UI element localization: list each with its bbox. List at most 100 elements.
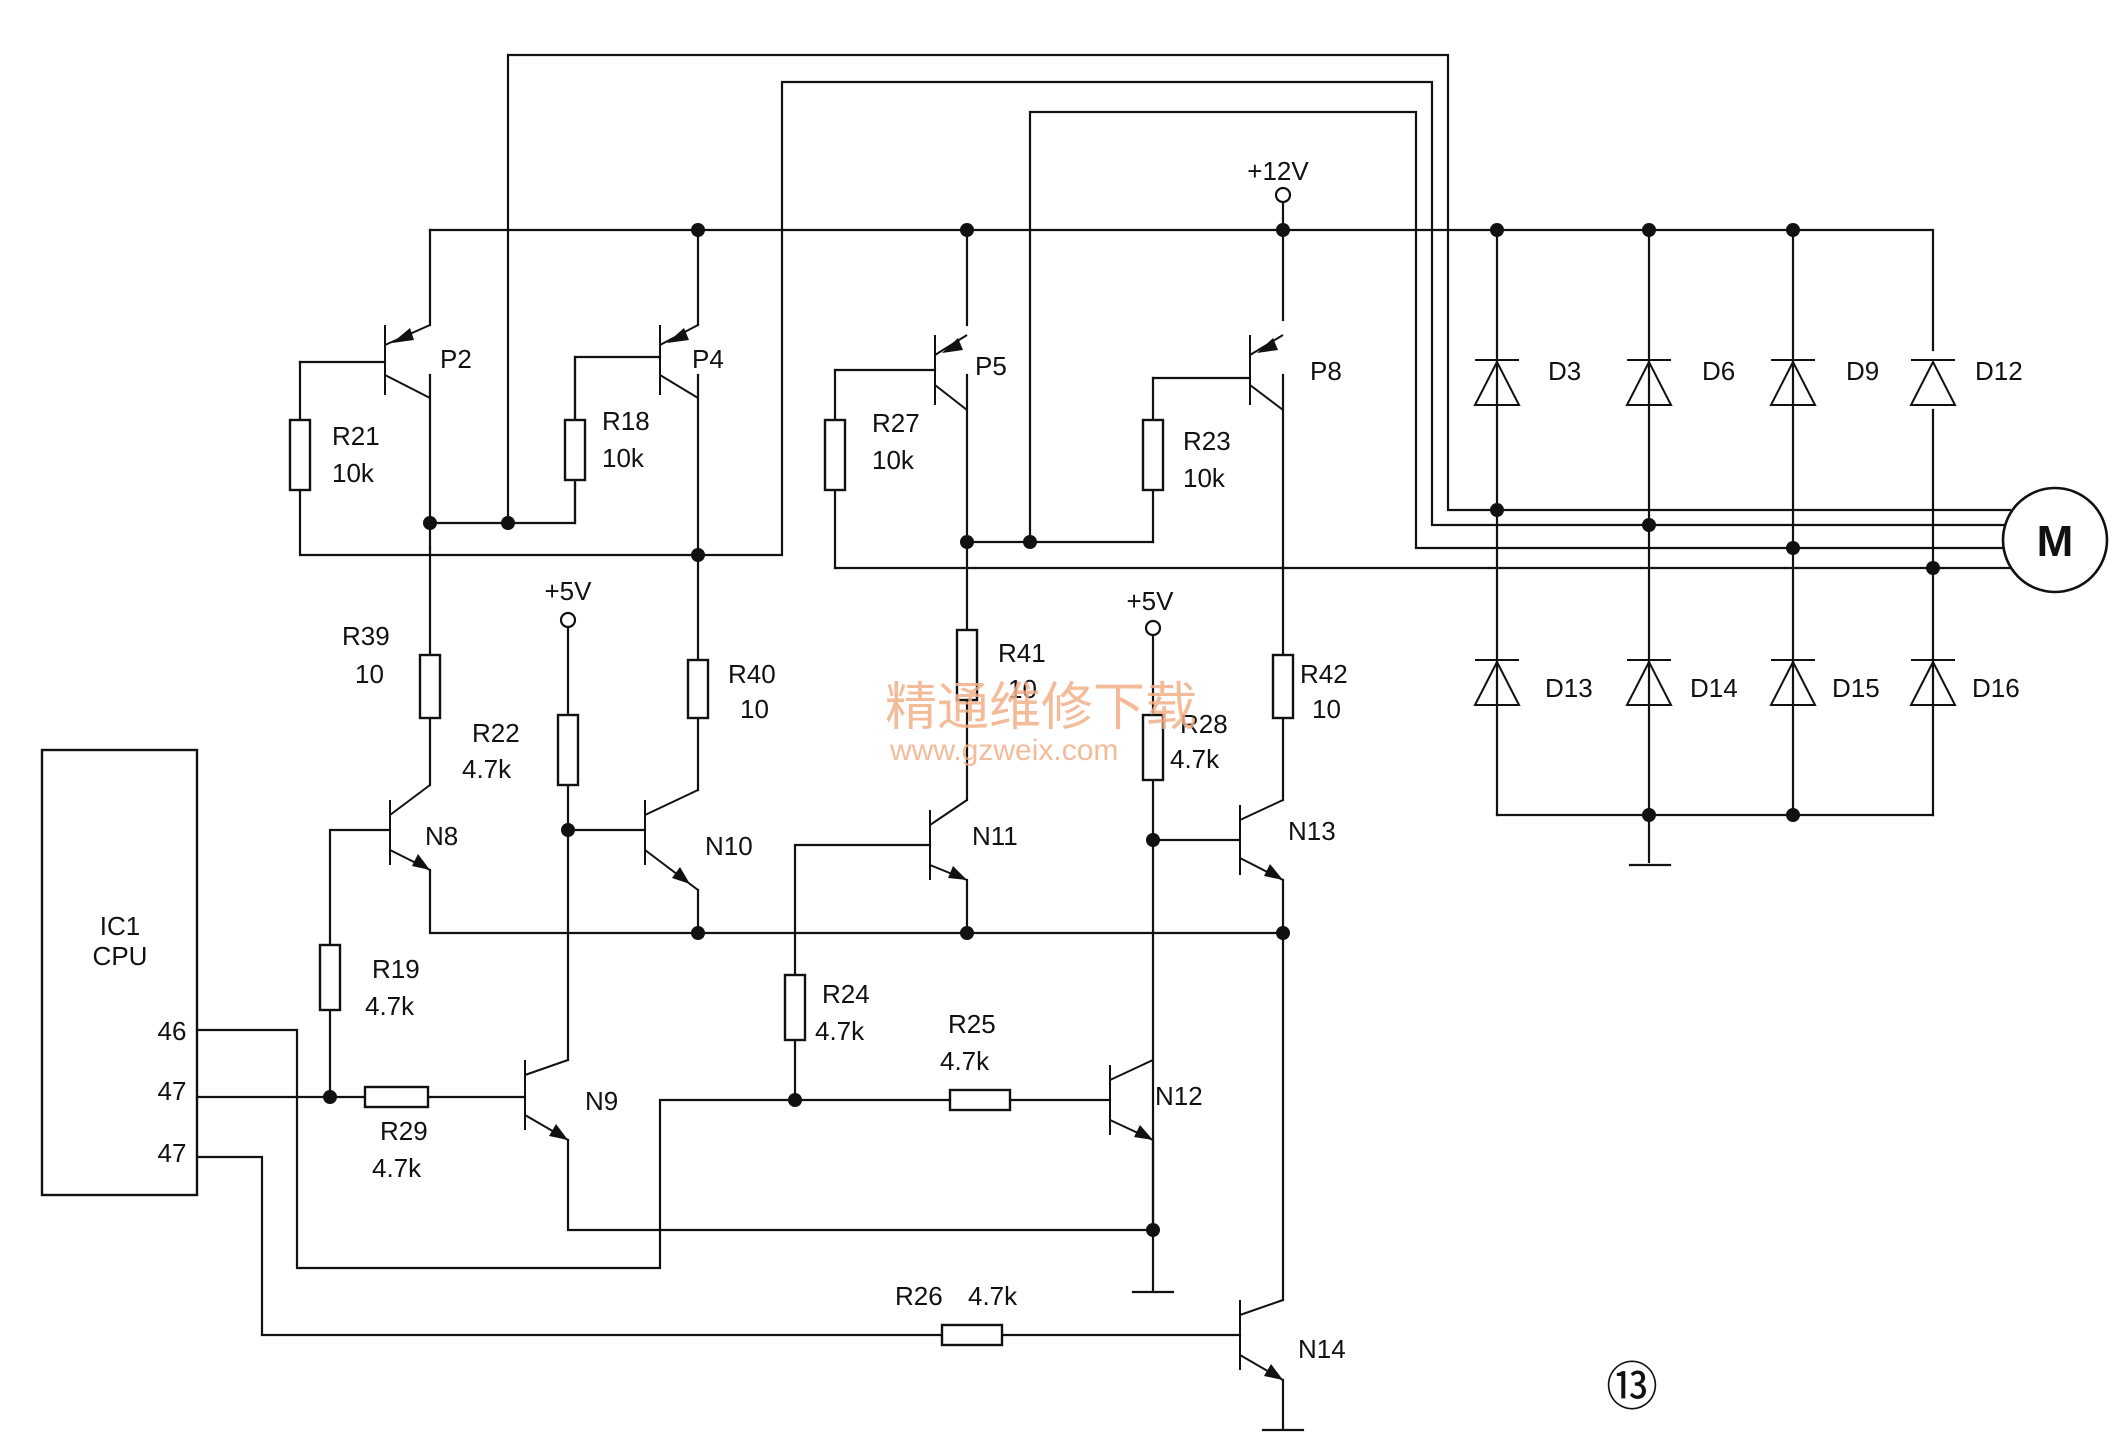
r23-name: R23 [1183,426,1231,456]
diode-d13: D13 [1473,659,1593,706]
supplies: +12V +5V +5V [545,156,1309,637]
transistor-n9: N9 [524,1059,618,1141]
transistor-p2: P2 [384,324,472,399]
transistor-n12: N12 [1109,1059,1203,1141]
transistor-n11: N11 [929,799,1018,881]
n14-label: N14 [1298,1334,1346,1364]
r23-body [1141,418,1165,492]
transistor-n10: N10 [644,789,753,891]
r28-name: R28 [1180,709,1228,739]
r25-name: R25 [948,1009,996,1039]
r24-body [783,973,807,1042]
r19-body [318,943,342,1012]
r29-body [363,1085,430,1109]
r19-name: R19 [372,954,420,984]
r25-body [948,1088,1012,1112]
d13-label: D13 [1545,673,1593,703]
r18-name: R18 [602,406,650,436]
r40-value: 10 [740,694,769,724]
pin-46-label: 46 [158,1016,187,1046]
figure-number: ⑬ [1606,1359,1658,1417]
d16-label: D16 [1972,673,2020,703]
p2-label: P2 [440,344,472,374]
diode-d16: D16 [1909,659,2020,706]
diode-d6: D6 [1625,356,1735,406]
r27-body [823,418,847,492]
r27-value: 10k [872,445,915,475]
r22-name: R22 [472,718,520,748]
r22-body [556,713,580,787]
junctions [323,223,1940,1237]
resistor-labels: R21 10k R18 10k R27 10k R23 10k R39 10 R… [332,406,1348,1311]
d12-label: D12 [1975,356,2023,386]
diode-d9: D9 [1769,356,1879,406]
motor: M [2001,486,2109,594]
n9-label: N9 [585,1086,618,1116]
resistors [288,418,1295,1347]
ic1-name: IC1 [100,911,140,941]
r21-body [288,418,312,492]
transistor-n14: N14 [1239,1299,1346,1381]
d15-label: D15 [1832,673,1880,703]
r18-value: 10k [602,443,645,473]
ic1-sub: CPU [93,941,148,971]
n8-label: N8 [425,821,458,851]
pin-47a-label: 47 [158,1076,187,1106]
wires [195,53,2012,1430]
r24-name: R24 [822,979,870,1009]
p8-label: P8 [1310,356,1342,386]
motor-label: M [2037,517,2074,566]
n11-label: N11 [972,821,1018,851]
transistor-p8: P8 [1249,334,1342,411]
ic1-cpu: IC1 CPU 46 47 47 [40,748,199,1197]
r29-name: R29 [380,1116,428,1146]
r40-name: R40 [728,659,776,689]
v5a-label: +5V [545,576,593,606]
v5b-label: +5V [1127,586,1175,616]
p4-label: P4 [692,344,724,374]
r42-value: 10 [1312,694,1341,724]
r18-body [563,418,587,482]
transistor-p5: P5 [934,334,1007,411]
v12-label: +12V [1247,156,1309,186]
r41-name: R41 [998,638,1046,668]
n12-label: N12 [1155,1081,1203,1111]
grounds [1131,863,1672,1432]
r26-value: 4.7k [968,1281,1018,1311]
transistor-n13: N13 [1239,799,1336,881]
r41-value: 10 [1008,674,1037,704]
d3-label: D3 [1548,356,1581,386]
diode-d15: D15 [1769,659,1880,706]
r19-value: 4.7k [365,991,415,1021]
r26-name: R26 [895,1281,943,1311]
r21-value: 10k [332,458,375,488]
r39-body [418,653,442,720]
r42-name: R42 [1300,659,1348,689]
r25-value: 4.7k [940,1046,990,1076]
d14-label: D14 [1690,673,1738,703]
diode-d3: D3 [1473,356,1581,406]
pin-47b-label: 47 [158,1138,187,1168]
r27-name: R27 [872,408,920,438]
r26-body [940,1323,1004,1347]
n10-label: N10 [705,831,753,861]
diode-d12: D12 [1909,356,2023,406]
d6-label: D6 [1702,356,1735,386]
p5-label: P5 [975,351,1007,381]
r40-body [686,658,710,720]
d9-label: D9 [1846,356,1879,386]
n13-label: N13 [1288,816,1336,846]
r22-value: 4.7k [462,754,512,784]
r28-value: 4.7k [1170,744,1220,774]
r41-body [955,628,979,702]
watermark-cn: 精通维修下载 [885,679,1197,737]
r28-body [1141,713,1165,782]
npn-transistors: N8 N10 N11 N13 N9 [389,784,1346,1381]
r29-value: 4.7k [372,1153,422,1183]
r42-body [1271,653,1295,720]
diode-d14: D14 [1625,659,1738,706]
r21-name: R21 [332,421,380,451]
r39-name: R39 [342,621,390,651]
r24-value: 4.7k [815,1016,865,1046]
